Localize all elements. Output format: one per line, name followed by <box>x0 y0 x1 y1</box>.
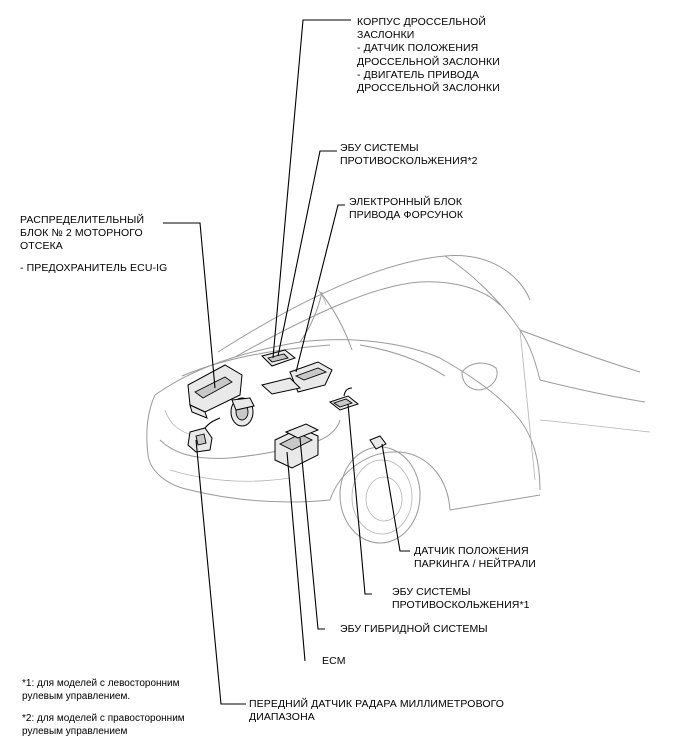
note-line: рулевым управлением <box>22 726 128 737</box>
label-line: - ДВИГАТЕЛЬ ПРИВОДА <box>357 68 480 81</box>
note-line: рулевым управлением. <box>22 691 131 702</box>
label-line: - ДАТЧИК ПОЛОЖЕНИЯ <box>357 42 479 55</box>
label-sub: - ПРЕДОХРАНИТЕЛЬ ECU-IG <box>20 261 168 274</box>
label-antiskid-ecu-1: ЭБУ СИСТЕМЫ ПРОТИВОСКОЛЬЖЕНИЯ*1 <box>392 586 530 612</box>
label-line: ПАРКИНГА / НЕЙТРАЛИ <box>414 558 536 571</box>
label-line: ДРОССЕЛЬНОЙ ЗАСЛОНКИ <box>357 55 500 68</box>
label-line: ПРОТИВОСКОЛЬЖЕНИЯ*2 <box>340 155 478 168</box>
label-line: ОТСЕКА <box>20 240 63 253</box>
label-line: ДАТЧИК ПОЛОЖЕНИЯ <box>414 545 529 557</box>
label-hybrid-ecu: ЭБУ ГИБРИДНОЙ СИСТЕМЫ <box>340 623 488 636</box>
injector-driver-part <box>260 361 333 395</box>
label-line: ЭБУ СИСТЕМЫ <box>340 142 419 154</box>
footnote-1: *1: для моделей с левосторонним рулевым … <box>22 677 180 703</box>
label-throttle-body: КОРПУС ДРОССЕЛЬНОЙ ЗАСЛОНКИ - ДАТЧИК ПОЛ… <box>357 16 500 95</box>
label-line: КОРПУС ДРОССЕЛЬНОЙ <box>357 16 486 28</box>
leader-lines <box>163 19 410 705</box>
note-line: *2: для моделей с правосторонним <box>22 713 185 724</box>
label-line: ЗАСЛОНКИ <box>357 29 415 42</box>
label-line: ДИАПАЗОНА <box>249 711 315 724</box>
label-junction-block: РАСПРЕДЕЛИТЕЛЬНЫЙ БЛОК № 2 МОТОРНОГО ОТС… <box>20 214 167 275</box>
label-line: ЭЛЕКТРОННЫЙ БЛОК <box>349 196 463 208</box>
label-injector-driver: ЭЛЕКТРОННЫЙ БЛОК ПРИВОДА ФОРСУНОК <box>349 196 463 222</box>
footnote-2: *2: для моделей с правосторонним рулевым… <box>22 712 185 738</box>
throttle-body-part <box>230 397 255 427</box>
note-line: *1: для моделей с левосторонним <box>22 678 180 689</box>
label-line: ПРОТИВОСКОЛЬЖЕНИЯ*1 <box>392 599 530 612</box>
label-line: ЭБУ ГИБРИДНОЙ СИСТЕМЫ <box>340 623 488 635</box>
label-park-neutral: ДАТЧИК ПОЛОЖЕНИЯ ПАРКИНГА / НЕЙТРАЛИ <box>414 545 536 571</box>
label-line: ЭБУ СИСТЕМЫ <box>392 586 471 598</box>
label-ecm: ECM <box>322 655 346 668</box>
antiskid-ecu-1-part <box>328 387 360 411</box>
label-line: БЛОК № 2 МОТОРНОГО <box>20 227 143 240</box>
label-line: РАСПРЕДЕЛИТЕЛЬНЫЙ <box>20 214 145 226</box>
label-line: ДРОССЕЛЬНОЙ ЗАСЛОНКИ <box>357 82 500 95</box>
label-line: ПЕРЕДНИЙ ДАТЧИК РАДАРА МИЛЛИМЕТРОВОГО <box>249 698 505 710</box>
label-radar-sensor: ПЕРЕДНИЙ ДАТЧИК РАДАРА МИЛЛИМЕТРОВОГО ДИ… <box>249 698 504 724</box>
radar-sensor-part <box>187 417 221 453</box>
label-line: ECM <box>322 655 346 667</box>
ecm-part <box>274 423 320 469</box>
label-line: ПРИВОДА ФОРСУНОК <box>349 209 464 222</box>
car-body-outline <box>146 255 651 544</box>
label-antiskid-ecu-2: ЭБУ СИСТЕМЫ ПРОТИВОСКОЛЬЖЕНИЯ*2 <box>340 142 478 168</box>
